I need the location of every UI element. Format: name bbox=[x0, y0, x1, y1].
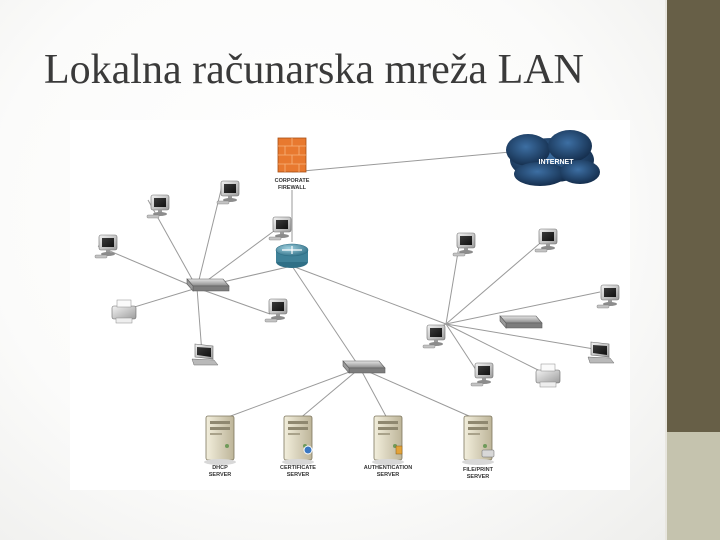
laptop-icon bbox=[587, 341, 615, 364]
network-links bbox=[97, 151, 601, 421]
desktop-computer-icon bbox=[268, 216, 292, 241]
switch-left-icon bbox=[186, 278, 230, 292]
switch-center-icon bbox=[342, 360, 386, 374]
authentication-server-label-line2: SERVER bbox=[377, 472, 400, 478]
key-badge-icon bbox=[395, 445, 403, 455]
printer-icon bbox=[111, 299, 137, 324]
desktop-computer-icon bbox=[264, 298, 288, 323]
lan-diagram: CORPORATE FIREWALL INTERNET bbox=[70, 120, 630, 490]
certificate-badge-icon bbox=[303, 445, 313, 455]
slide-title: Lokalna računarska mreža LAN bbox=[44, 47, 584, 93]
router-icon bbox=[275, 243, 309, 268]
internet-label: INTERNET bbox=[539, 159, 575, 166]
printer-icon bbox=[535, 363, 561, 388]
firewall-icon bbox=[277, 137, 307, 173]
file-print-server-label-line2: SERVER bbox=[467, 474, 490, 480]
firewall-label-line1: CORPORATE bbox=[275, 178, 310, 184]
switch-right-icon bbox=[499, 315, 543, 329]
side-divider bbox=[665, 0, 667, 540]
certificate-server-icon bbox=[281, 415, 315, 466]
authentication-server-icon bbox=[371, 415, 405, 466]
desktop-computer-icon bbox=[422, 324, 446, 349]
side-bar-accent bbox=[667, 432, 720, 540]
firewall-label-line2: FIREWALL bbox=[278, 185, 307, 191]
file-print-server-label-line1: FILE/PRINT bbox=[463, 467, 494, 473]
desktop-computer-icon bbox=[534, 228, 558, 253]
laptop-icon bbox=[191, 343, 219, 366]
file-print-server-icon bbox=[461, 415, 495, 466]
dhcp-server-label-line1: DHCP bbox=[212, 465, 228, 471]
internet-cloud-icon bbox=[506, 130, 600, 186]
dhcp-server-icon bbox=[203, 415, 237, 466]
desktop-computer-icon bbox=[596, 284, 620, 309]
attached-printer-icon bbox=[481, 449, 495, 458]
dhcp-server-label-line2: SERVER bbox=[209, 472, 232, 478]
authentication-server-label-line1: AUTHENTICATION bbox=[364, 465, 413, 471]
desktop-computer-icon bbox=[452, 232, 476, 257]
desktop-computer-icon bbox=[146, 194, 170, 219]
certificate-server-label-line1: CERTIFICATE bbox=[280, 465, 316, 471]
certificate-server-label-line2: SERVER bbox=[287, 472, 310, 478]
